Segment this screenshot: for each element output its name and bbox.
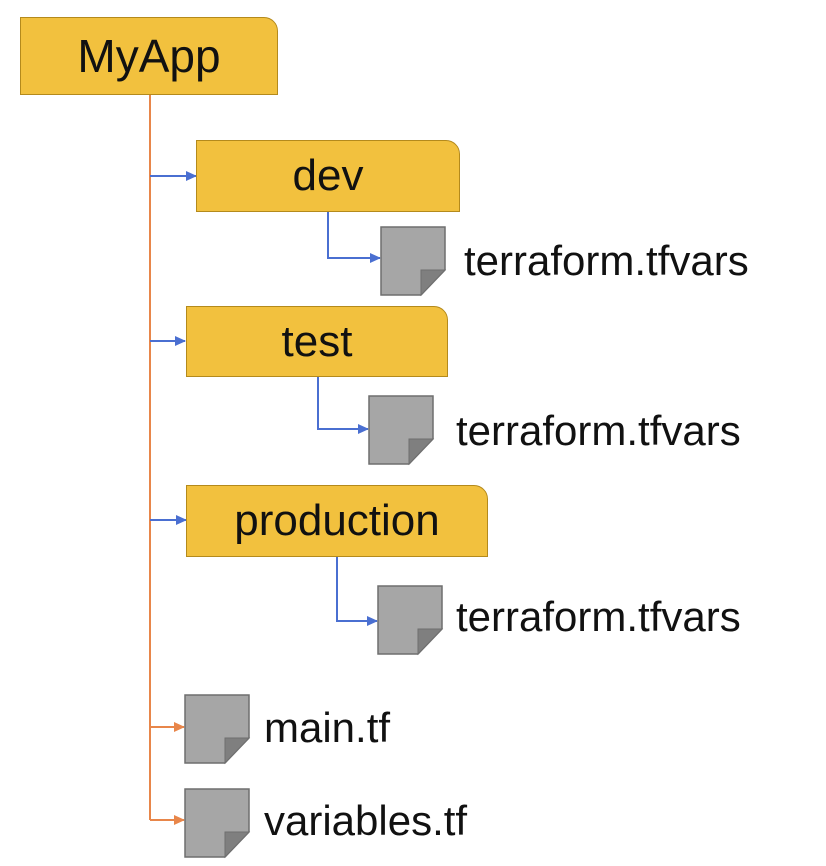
folder-label: production [234,496,440,545]
document-icon [184,788,251,859]
file-main-tf[interactable]: main.tf [264,704,391,751]
document-icon [380,226,447,297]
folder-label: dev [292,151,364,200]
folder-label: MyApp [77,30,221,82]
file-terraform-tfvars-production[interactable]: terraform.tfvars [456,593,741,640]
folder-label: test [281,316,353,366]
production-file-connector [336,556,378,626]
file-terraform-tfvars-dev[interactable]: terraform.tfvars [464,237,749,284]
test-file-connector [317,376,369,434]
document-icon [368,395,435,466]
dev-file-connector [327,211,381,263]
folder-production[interactable]: production [186,485,488,557]
document-icon [377,585,444,656]
folder-dev[interactable]: dev [196,140,460,212]
folder-test[interactable]: test [186,306,448,377]
file-terraform-tfvars-test[interactable]: terraform.tfvars [456,407,741,454]
file-variables-tf[interactable]: variables.tf [264,797,468,844]
root-folder-myapp[interactable]: MyApp [20,17,278,95]
document-icon [184,694,251,765]
